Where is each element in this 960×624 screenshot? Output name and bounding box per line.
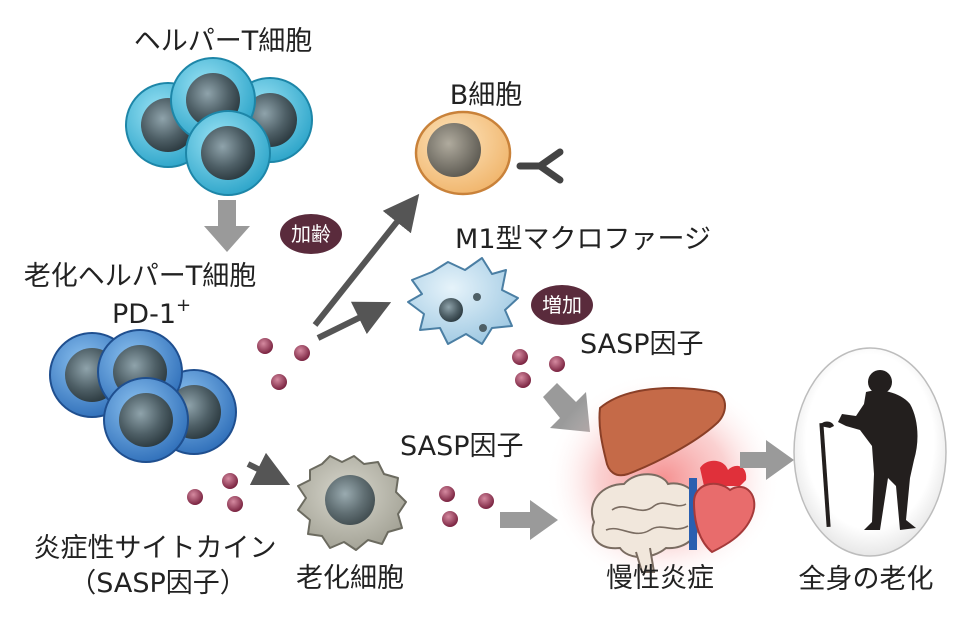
aged-helper-t-cell-cluster (49, 329, 237, 463)
m1-macrophage (407, 257, 519, 345)
pd1-superscript: + (176, 295, 191, 316)
cytokine-dots-upper (257, 338, 310, 390)
b-cell-label: B細胞 (450, 80, 523, 111)
elderly-person-icon (819, 370, 918, 530)
m1-macrophage-label: M1型マクロファージ (455, 224, 711, 255)
antibody-icon (516, 148, 564, 184)
senescent-cell-label: 老化細胞 (296, 563, 404, 594)
arrow-to-systemic-aging (740, 440, 794, 480)
pd1-label: PD-1+ (112, 295, 191, 330)
aging-badge-label: 加齢 (291, 222, 331, 246)
sasp-paren-label: （SASP因子） (69, 568, 247, 599)
macrophage-nucleus (439, 298, 463, 322)
helper-t-cell-cluster (125, 57, 313, 196)
sasp-factor-upper-label: SASP因子 (580, 329, 704, 360)
systemic-aging-oval (793, 347, 947, 557)
increase-badge-label: 増加 (542, 293, 582, 317)
cytokine-dots-macrophage (512, 349, 565, 388)
cytokine-dots-lower-left (187, 473, 243, 512)
chronic-inflammation-label: 慢性炎症 (606, 563, 714, 594)
sasp-factor-middle-label: SASP因子 (400, 431, 524, 462)
helper-t-cell-label: ヘルパーT細胞 (134, 26, 313, 57)
liver-icon (598, 387, 726, 477)
arrow-to-senescent-cell (246, 452, 291, 486)
arrow-to-organs-horizontal (500, 500, 558, 540)
senescent-cell-nucleus (325, 475, 375, 525)
systemic-aging-label: 全身の老化 (799, 564, 934, 595)
increase-badge: 増加 (531, 285, 593, 325)
down-arrow (204, 200, 250, 252)
arrow-to-b-cell (312, 193, 420, 327)
arrow-to-macrophage (316, 301, 392, 341)
inflammatory-cytokine-label: 炎症性サイトカイン (34, 533, 277, 564)
pd1-text: PD-1 (112, 299, 176, 330)
aged-helper-t-cell-label: 老化ヘルパーT細胞 (24, 261, 257, 292)
cytokine-dots-senescent (439, 486, 494, 527)
brain-icon (591, 473, 701, 558)
heart-icon (689, 460, 756, 554)
aging-badge: 加齢 (280, 214, 342, 254)
b-cell (414, 110, 512, 196)
